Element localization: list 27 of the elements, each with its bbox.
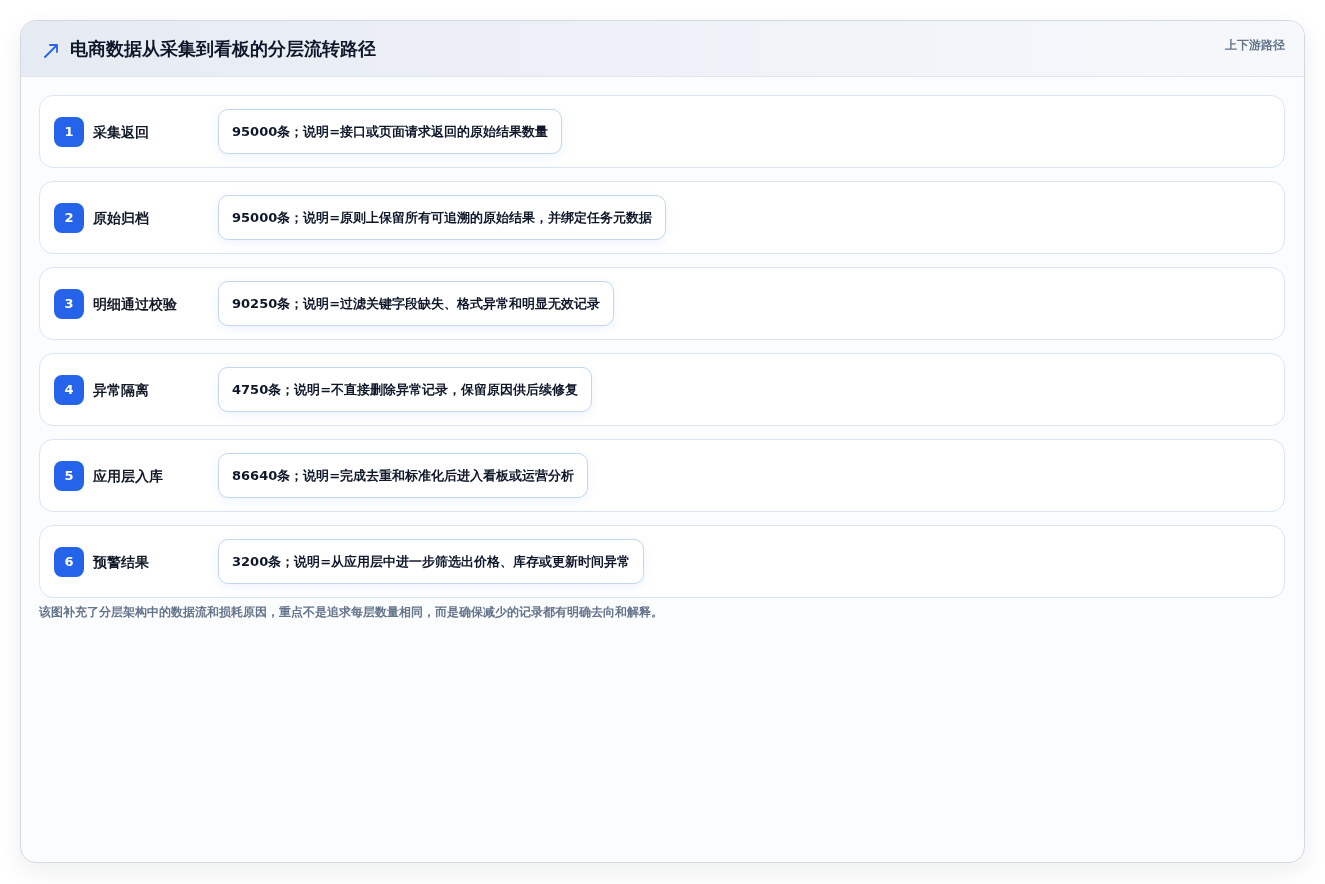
number-badge: 6 [54, 547, 84, 577]
step-row [39, 353, 1285, 426]
step-label: 明细通过校验 [93, 295, 177, 314]
step-label: 异常隔离 [93, 381, 149, 400]
number-badge: 5 [54, 461, 84, 491]
title: 电商数据从采集到看板的分层流转路径 [70, 37, 376, 61]
number-badge: 1 [54, 117, 84, 147]
number-badge: 4 [54, 375, 84, 405]
step-row [39, 95, 1285, 168]
value-pill: 3200条；说明=从应用层中进一步筛选出价格、库存或更新时间异常 [218, 539, 645, 584]
value-pill: 86640条；说明=完成去重和标准化后进入看板或运营分析 [218, 453, 589, 498]
step-label: 采集返回 [93, 123, 149, 142]
step-row [39, 439, 1285, 512]
value-pill: 90250条；说明=过滤关键字段缺失、格式异常和明显无效记录 [218, 281, 615, 326]
step-row [39, 181, 1285, 254]
value-pill: 4750条；说明=不直接删除异常记录，保留原因供后续修复 [218, 367, 593, 412]
step-label: 原始归档 [93, 209, 149, 228]
value-pill: 95000条；说明=接口或页面请求返回的原始结果数量 [218, 109, 563, 154]
number-badge: 3 [54, 289, 84, 319]
number-badge: 2 [54, 203, 84, 233]
value-pill: 95000条；说明=原则上保留所有可追溯的原始结果，并绑定任务元数据 [218, 195, 667, 240]
caption: 该图补充了分层架构中的数据流和损耗原因，重点不是追求每层数量相同，而是确保减少的记录都有明确去向和解释。 [39, 604, 663, 621]
step-label: 应用层入库 [93, 467, 163, 486]
step-row [39, 525, 1285, 598]
step-label: 预警结果 [93, 553, 149, 572]
step-row [39, 267, 1285, 340]
header-note: 上下游路径 [1225, 37, 1285, 54]
